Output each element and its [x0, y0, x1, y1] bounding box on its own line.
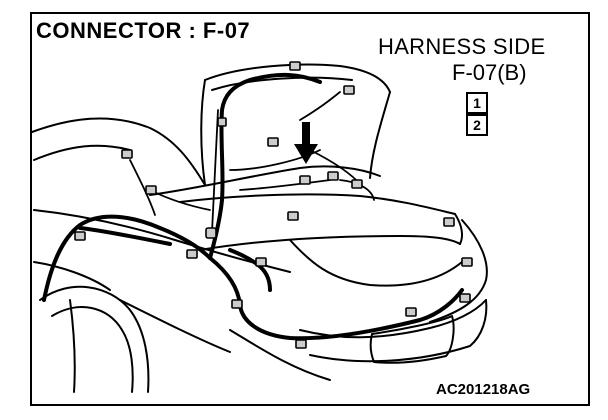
connector-pin-2: 2	[466, 114, 488, 136]
connector-pin-diagram: 1 2	[463, 88, 489, 136]
harness-side-label: HARNESS SIDE	[378, 34, 546, 59]
figure-code: AC201218AG	[436, 381, 531, 398]
connector-pin-1: 1	[466, 92, 488, 114]
wiring-harness	[42, 72, 464, 341]
connector-id-label: F-07(B)	[452, 60, 527, 85]
thin-wires	[129, 91, 375, 233]
car-body-outline	[31, 63, 488, 381]
connector-markers	[74, 61, 473, 349]
connector-title: CONNECTOR : F-07	[36, 18, 251, 43]
rear-wheel	[39, 285, 150, 393]
pointer-arrow	[294, 122, 318, 164]
